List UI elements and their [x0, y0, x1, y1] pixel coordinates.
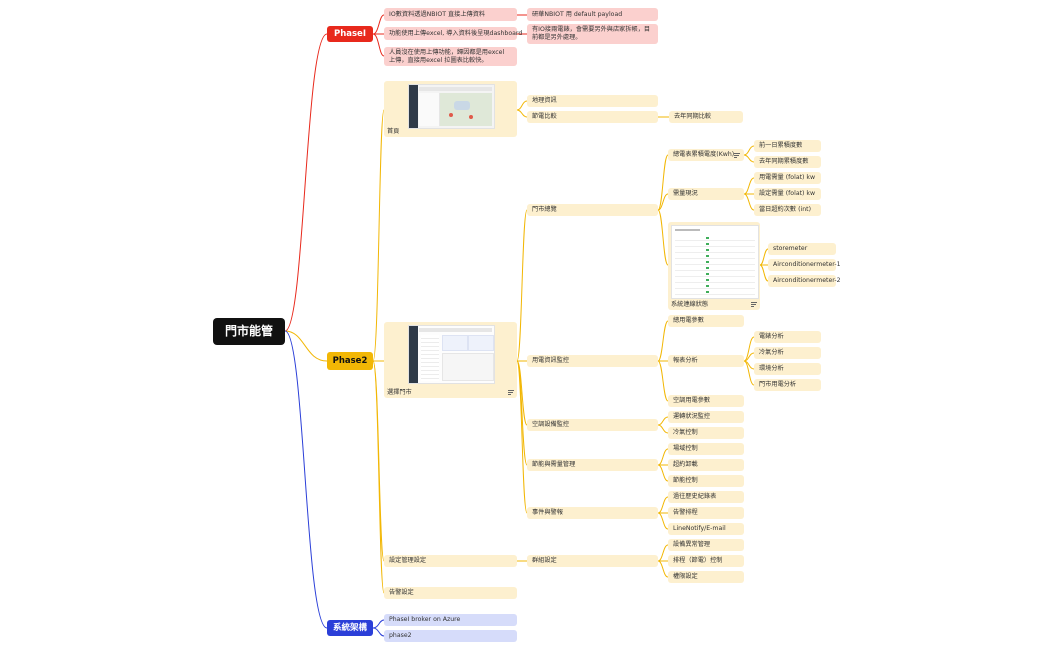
settings-mgmt[interactable]: 設定管理設定 — [384, 555, 517, 567]
store-select-card[interactable]: 選擇門市 — [384, 322, 517, 398]
notes-icon[interactable] — [734, 152, 740, 159]
demand-setting[interactable]: 設定需量 (folat) kw — [754, 188, 821, 200]
home-yoy-compare[interactable]: 去年同期比較 — [669, 111, 743, 123]
home-label: 首頁 — [387, 128, 400, 135]
events-alarm-schedule[interactable]: 告警排程 — [668, 507, 744, 519]
ac-control[interactable]: 冷氣控制 — [668, 427, 744, 439]
power-report[interactable]: 報表分析 — [668, 355, 744, 367]
store-overview[interactable]: 門市總覽 — [527, 204, 658, 216]
branch-phase1[interactable]: PhaseI — [327, 26, 373, 42]
phase1-item-nbiot[interactable]: IO數資料透過NBIOT 直接上傳資料 — [384, 8, 517, 21]
power-ac-params[interactable]: 空調用電參數 — [668, 395, 744, 407]
energy-overload-shed[interactable]: 超約卸載 — [668, 459, 744, 471]
conn-storemeter[interactable]: storemeter — [768, 243, 836, 255]
home-geo-info[interactable]: 地理資訊 — [527, 95, 658, 107]
overview-total-kwh[interactable]: 總電表累積電度(Kwh) — [668, 149, 744, 161]
home-screenshot — [408, 84, 495, 129]
events-notify[interactable]: LineNotify/E-mail — [668, 523, 744, 535]
report-meter[interactable]: 電錶分析 — [754, 331, 821, 343]
store-select-label: 選擇門市 — [387, 389, 412, 396]
demand-usage[interactable]: 用電需量 (folat) kw — [754, 172, 821, 184]
arch-phase1-broker[interactable]: PhaseI broker on Azure — [384, 614, 517, 626]
demand-overload-count[interactable]: 當日超約次數 (int) — [754, 204, 821, 216]
notes-icon[interactable] — [751, 301, 757, 308]
conn-acmeter-1[interactable]: Airconditionermeter-1 — [768, 259, 841, 271]
events-history[interactable]: 過往歷史紀錄表 — [668, 491, 744, 503]
settings-group[interactable]: 群組設定 — [527, 555, 658, 567]
conn-status-label: 系統連線狀態 — [671, 301, 709, 308]
report-environment[interactable]: 環境分析 — [754, 363, 821, 375]
kwh-prev-day[interactable]: 前一日累積度數 — [754, 140, 821, 152]
phase1-item-nbiot-payload[interactable]: 研華NBIOT 用 default payload — [527, 8, 658, 21]
store-energy-mgmt[interactable]: 節能與需量管理 — [527, 459, 658, 471]
conn-acmeter-2[interactable]: Airconditionermeter-2 — [768, 275, 841, 287]
overview-demand[interactable]: 需量現況 — [668, 188, 744, 200]
group-permissions[interactable]: 權限設定 — [668, 571, 744, 583]
energy-site-control[interactable]: 場域控制 — [668, 443, 744, 455]
phase1-item-excel-usage[interactable]: 人員沒在使用上傳功能，歸因都是用excel 上傳，直接用excel 拉圖表比較快… — [384, 47, 517, 66]
group-device-anomaly[interactable]: 設備異常管理 — [668, 539, 744, 551]
notes-icon[interactable] — [508, 389, 514, 396]
energy-saving-control[interactable]: 節能控制 — [668, 475, 744, 487]
branch-system-arch[interactable]: 系統架構 — [327, 620, 373, 636]
conn-status-card[interactable]: 系統連線狀態 — [668, 222, 760, 310]
store-ac-monitor[interactable]: 空調設備監控 — [527, 419, 658, 431]
root-node[interactable]: 門市能管 — [213, 318, 285, 345]
branch-phase2[interactable]: Phase2 — [327, 352, 373, 370]
power-total-params[interactable]: 總用電參數 — [668, 315, 744, 327]
kwh-last-year[interactable]: 去年同期累積度數 — [754, 156, 821, 168]
phase1-item-excel-dashboard[interactable]: 功能使用上傳excel, 導入資料後呈現dashboard — [384, 27, 522, 40]
store-screenshot — [408, 325, 495, 384]
ac-run-status[interactable]: 運轉狀況監控 — [668, 411, 744, 423]
report-store-power[interactable]: 門市用電分析 — [754, 379, 821, 391]
home-power-compare[interactable]: 節電比較 — [527, 111, 658, 123]
report-aircon[interactable]: 冷氣分析 — [754, 347, 821, 359]
alarm-settings[interactable]: 告警設定 — [384, 587, 517, 599]
home-card[interactable]: 首頁 — [384, 81, 517, 137]
arch-phase2[interactable]: phase2 — [384, 630, 517, 642]
group-schedule-control[interactable]: 排程（節電）控制 — [668, 555, 744, 567]
conn-status-screenshot — [671, 225, 759, 299]
store-events-alarms[interactable]: 事件與警報 — [527, 507, 658, 519]
phase1-item-meter-split[interactable]: 有IO接兩電錶，會需要另外與店家拆帳，目前都是另外處理。 — [527, 24, 658, 44]
store-power-monitor[interactable]: 用電資訊監控 — [527, 355, 658, 367]
